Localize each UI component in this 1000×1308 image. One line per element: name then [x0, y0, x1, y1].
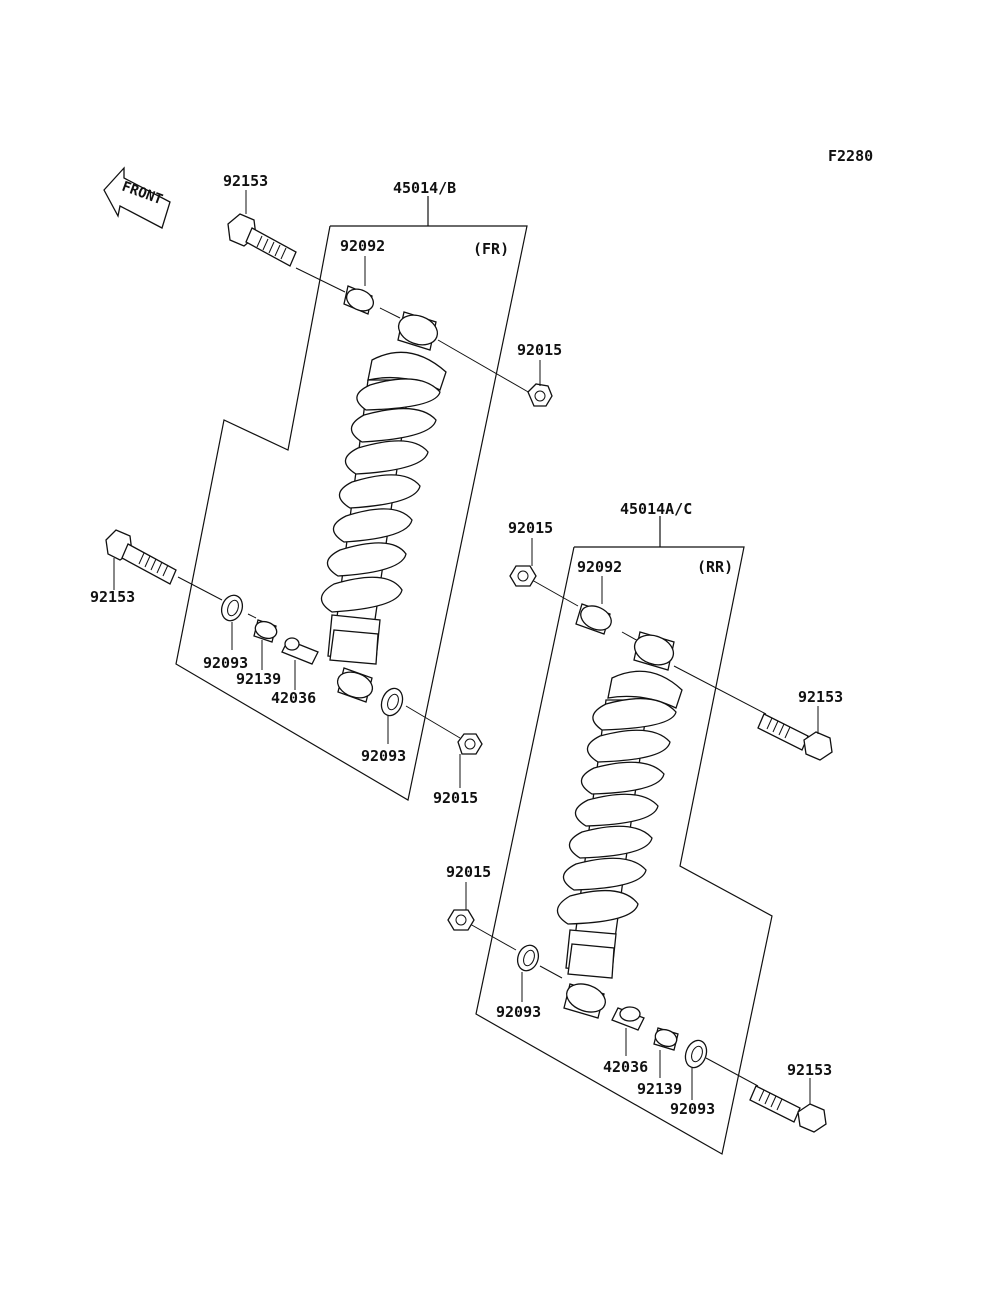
- fr-assembly-label: 45014/B: [393, 179, 456, 197]
- rr-leaders: [465, 538, 819, 1104]
- rr-nut-bottom-label: 92015: [446, 863, 491, 881]
- rr-bushing-top-label: 92092: [577, 558, 622, 576]
- rr-position-label: (RR): [697, 558, 733, 576]
- rr-eye-bottom: [563, 983, 606, 1019]
- fr-eye-bottom: [336, 667, 374, 703]
- fr-eye-top: [397, 311, 439, 351]
- fr-bushing-top-label: 92092: [340, 237, 385, 255]
- rr-sleeve-label: 92139: [637, 1080, 682, 1098]
- fr-seal-right: [380, 687, 404, 717]
- front-assembly-frame: [175, 196, 531, 801]
- rear-assembly-frame: [469, 516, 773, 1155]
- fr-seal-right-label: 92093: [361, 747, 406, 765]
- rr-collar: [611, 1006, 645, 1031]
- fr-shock-spring: [320, 351, 447, 665]
- rr-eye-top: [633, 631, 675, 671]
- fr-bolt-top-label: 92153: [223, 172, 268, 190]
- rr-assembly-label: 45014A/C: [620, 500, 692, 518]
- rr-seal-left: [516, 944, 540, 972]
- fr-seal-left-label: 92093: [203, 654, 248, 672]
- rr-sleeve: [653, 1027, 679, 1051]
- fr-sleeve-label: 92139: [236, 670, 281, 688]
- rr-seal-right-label: 92093: [670, 1100, 715, 1118]
- front-arrow-icon: FRONT: [103, 166, 171, 229]
- rr-nut-top-label: 92015: [508, 519, 553, 537]
- rr-nut-top: [509, 565, 537, 587]
- fr-collar-label: 42036: [271, 689, 316, 707]
- rr-seal-right: [684, 1039, 708, 1069]
- rr-bolt-bottom: [749, 1085, 827, 1133]
- rr-collar-label: 42036: [603, 1058, 648, 1076]
- rr-bolt-top: [757, 713, 833, 761]
- fr-bolt-top: [227, 213, 297, 267]
- fr-leaders: [113, 190, 541, 788]
- rr-bolt-bottom-label: 92153: [787, 1061, 832, 1079]
- fr-bushing-top: [343, 285, 375, 315]
- rr-bushing-top: [575, 603, 612, 635]
- fr-seal-left: [220, 594, 244, 622]
- rr-bolt-top-label: 92153: [798, 688, 843, 706]
- fr-nut-bottom-label: 92015: [433, 789, 478, 807]
- figure-code: F2280: [828, 147, 873, 165]
- fr-nut-top-label: 92015: [517, 341, 562, 359]
- fr-nut-top: [527, 383, 553, 407]
- rr-seal-left-label: 92093: [496, 1003, 541, 1021]
- fr-bolt-bottom-label: 92153: [90, 588, 135, 606]
- fr-position-label: (FR): [473, 240, 509, 258]
- rr-nut-bottom: [447, 909, 475, 931]
- fr-bolt-bottom: [105, 529, 177, 585]
- rr-shock-spring: [556, 670, 683, 979]
- fr-sleeve: [253, 619, 278, 643]
- fr-nut-bottom: [457, 733, 483, 755]
- fr-collar: [281, 637, 319, 665]
